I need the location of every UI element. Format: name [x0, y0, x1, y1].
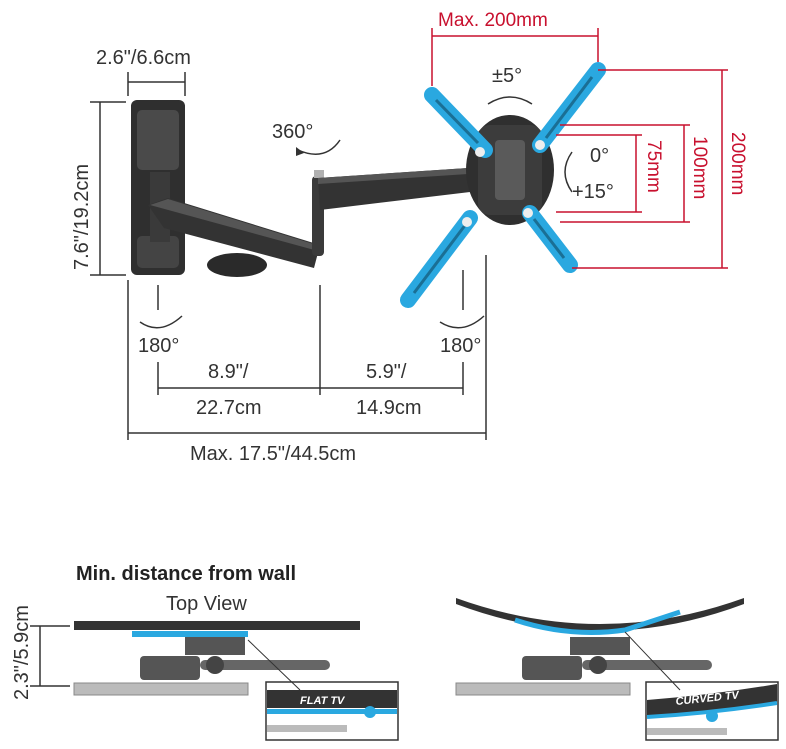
top-view-subtitle: Top View — [166, 593, 247, 615]
vesa-100-label: 100mm — [689, 136, 710, 199]
dimension-wall-plate-width — [127, 72, 186, 96]
min-distance-label: 2.3"/5.9cm — [11, 605, 33, 700]
dimension-arm-lengths — [127, 255, 487, 440]
rotation-arrowhead-icon — [296, 147, 304, 156]
vesa-200-label: 200mm — [727, 132, 748, 195]
tilt-arrow-icon — [487, 96, 533, 105]
swivel-right-label: 180° — [440, 335, 481, 357]
dimension-wall-plate-height — [90, 101, 126, 276]
curved-tv-top-view — [455, 598, 744, 696]
dimension-vesa-heights — [556, 69, 728, 269]
swivel-right-arrow-icon — [439, 315, 485, 329]
tilt-top-label: 0° — [590, 145, 609, 167]
arm2-length-line1: 5.9"/ — [366, 361, 407, 383]
swivel-left-label: 180° — [138, 335, 179, 357]
arm-segment-1 — [148, 198, 320, 277]
curved-tv-inset — [624, 631, 779, 741]
top-view: Min. distance from wall Top View 2.3"/5.… — [11, 563, 779, 741]
wall-plate-width-label: 2.6"/6.6cm — [96, 47, 191, 69]
min-distance-title: Min. distance from wall — [76, 563, 296, 585]
flat-tv-inset — [247, 639, 399, 741]
max-extension-label: Max. 17.5"/44.5cm — [190, 443, 356, 465]
swivel-left-arrow-icon — [139, 315, 183, 329]
flat-tv-top-view — [73, 621, 360, 696]
flat-tv-label: FLAT TV — [300, 695, 346, 707]
dimension-min-distance — [30, 625, 70, 687]
tilt-range-label: ±5° — [492, 65, 522, 87]
arm-rotation-label: 360° — [272, 121, 313, 143]
arm2-length-line2: 14.9cm — [356, 397, 422, 419]
arm-segment-2 — [312, 168, 470, 256]
vesa-arms — [400, 62, 606, 308]
front-view: 2.6"/6.6cm 7.6"/19.2cm 360° ±5° Max. 200… — [71, 10, 748, 465]
wall-plate — [131, 100, 185, 275]
dimension-max-vesa-width — [431, 28, 599, 86]
rotation-arrow-icon — [297, 139, 341, 155]
arm1-length-line1: 8.9"/ — [208, 361, 249, 383]
tilt-vertical-arrow-icon — [564, 151, 573, 193]
tilt-bottom-label: +15° — [572, 181, 614, 203]
arm1-length-line2: 22.7cm — [196, 397, 262, 419]
max-vesa-width-label: Max. 200mm — [438, 10, 548, 31]
wall-plate-height-label: 7.6"/19.2cm — [71, 164, 93, 270]
vesa-75-label: 75mm — [643, 140, 664, 193]
